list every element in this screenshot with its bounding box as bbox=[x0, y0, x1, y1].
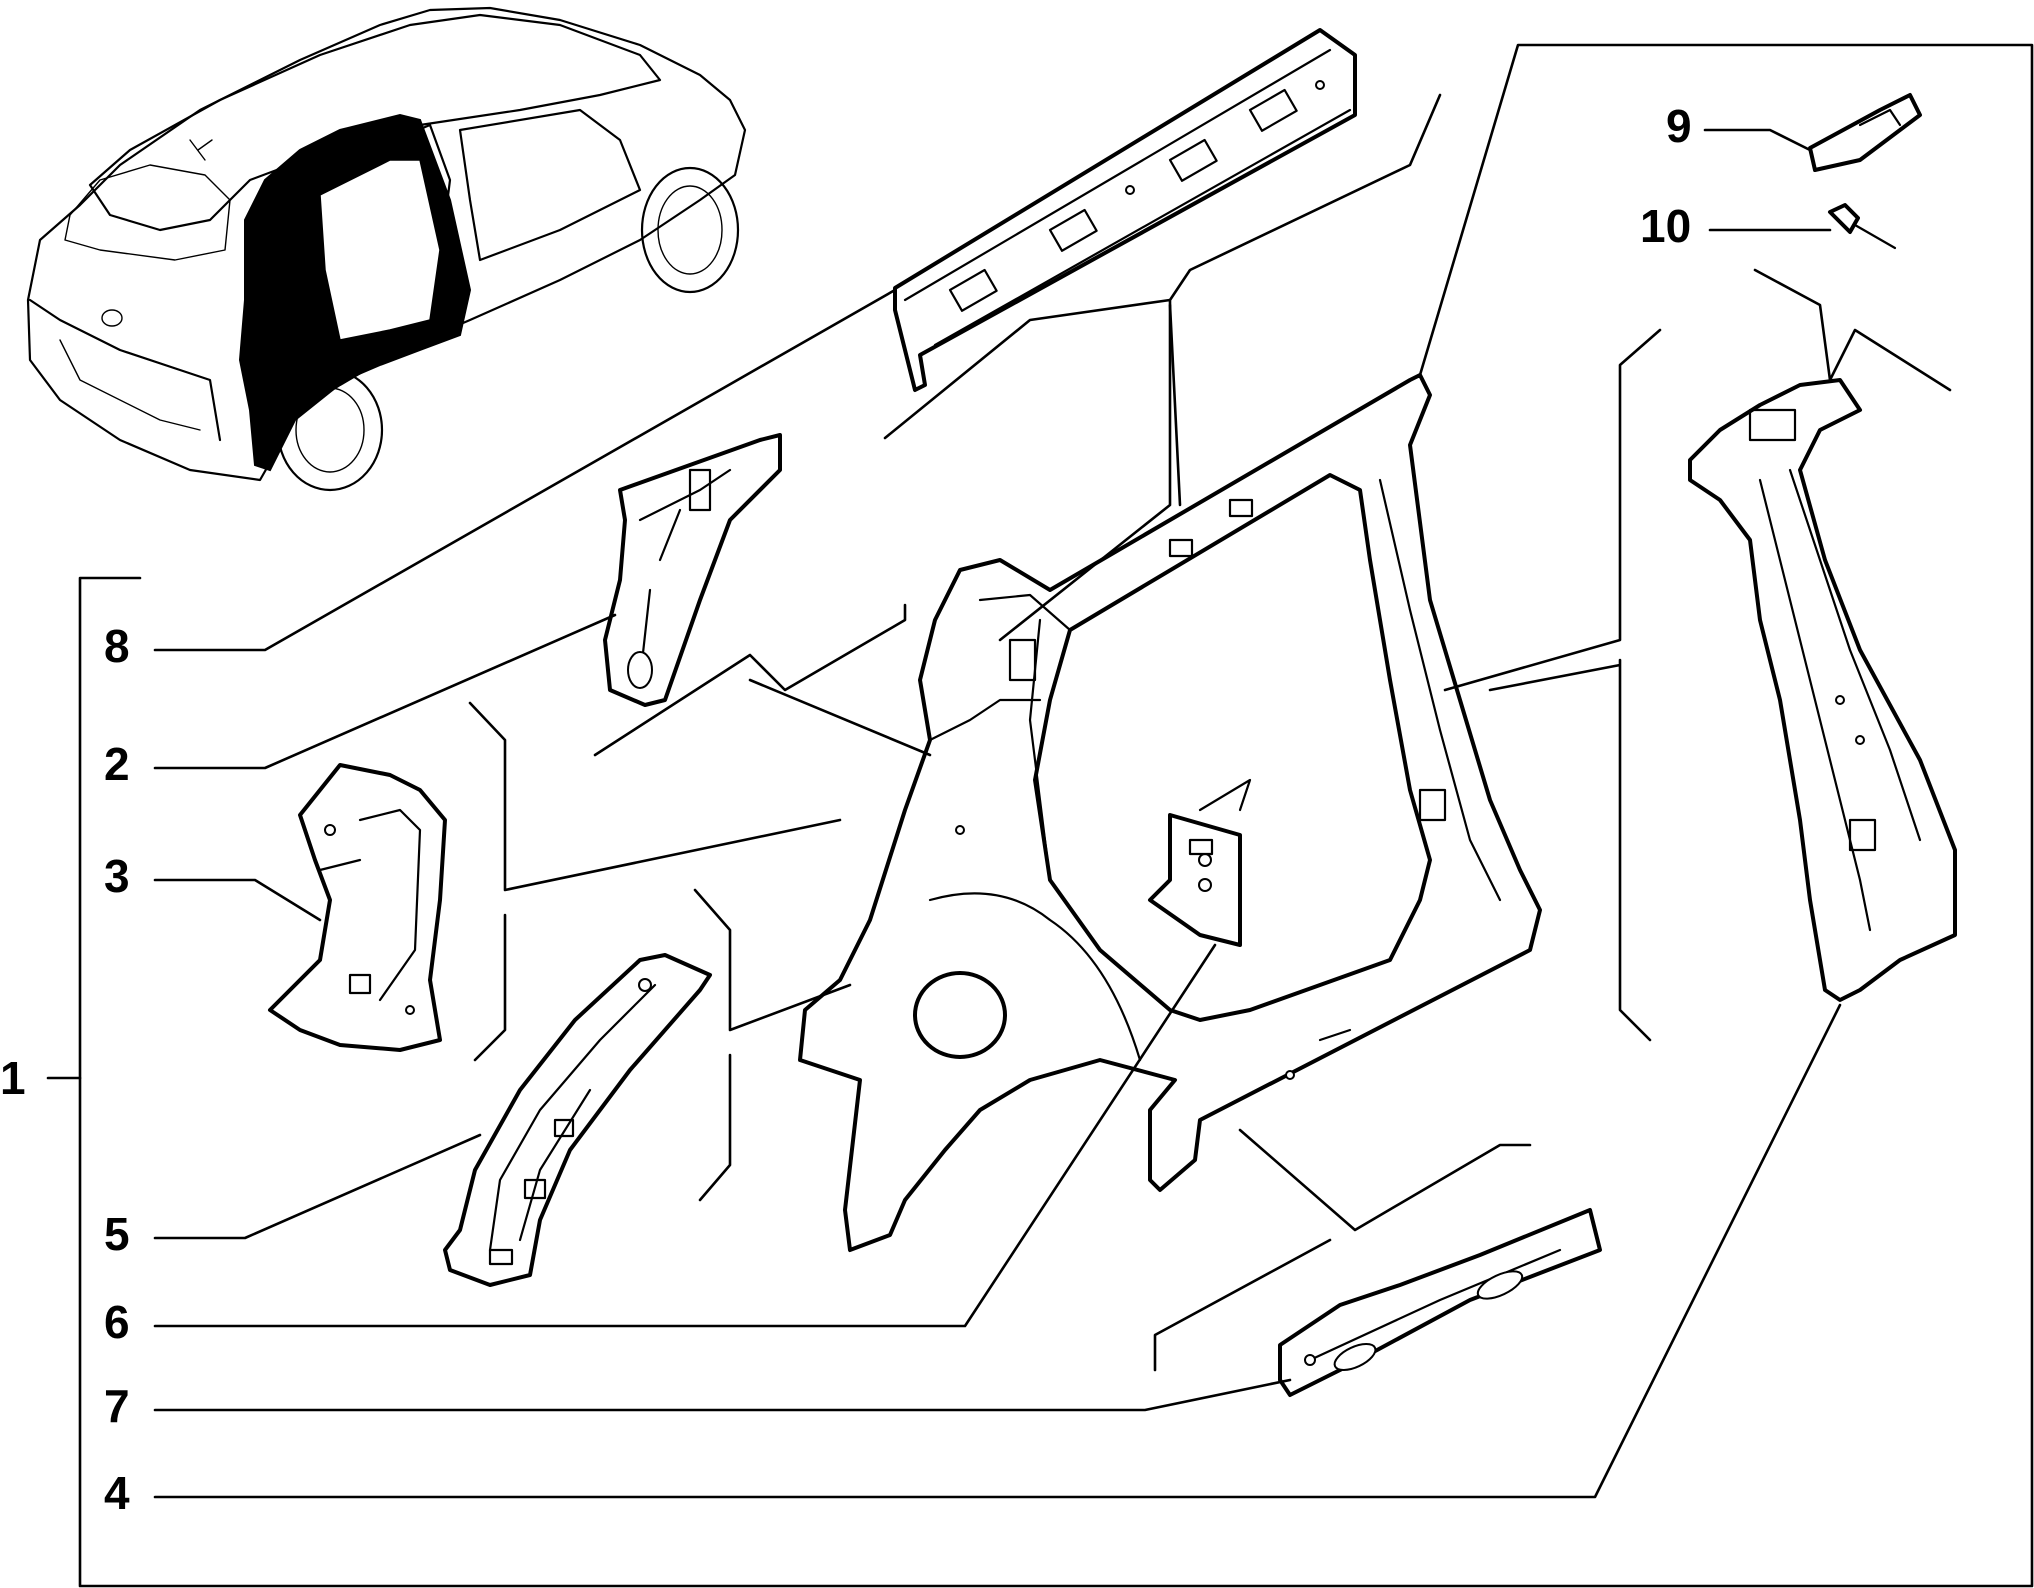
part-2-pillar-reinforcement bbox=[603, 433, 782, 707]
part-5-wheelhouse-reinforcement bbox=[443, 953, 712, 1287]
callout-5: 5 bbox=[104, 1208, 130, 1260]
callout-2: 2 bbox=[104, 738, 130, 790]
part-3-wheel-arch-panel bbox=[268, 763, 447, 1052]
callout-3: 3 bbox=[104, 850, 130, 902]
callout-7: 7 bbox=[104, 1380, 130, 1432]
leader-lines bbox=[153, 93, 1952, 1499]
part-8-roof-side-rail bbox=[893, 28, 1357, 392]
part-6-bracket bbox=[1148, 778, 1252, 947]
callout-8: 8 bbox=[104, 620, 130, 672]
callout-labels: 1 2 3 4 5 6 7 8 9 10 bbox=[0, 100, 1692, 1519]
callout-4: 4 bbox=[104, 1467, 130, 1519]
reference-car-illustration bbox=[26, 6, 747, 492]
part-7-sill-panel bbox=[1278, 1208, 1602, 1397]
callout-10: 10 bbox=[1640, 200, 1691, 252]
part-4-b-pillar bbox=[1688, 378, 1957, 1002]
assembly-bracket bbox=[46, 43, 2034, 1588]
part-10-rivet bbox=[1828, 203, 1897, 250]
main-side-frame-assembly bbox=[798, 373, 1542, 1252]
callout-1: 1 bbox=[0, 1052, 26, 1104]
callout-6: 6 bbox=[104, 1296, 130, 1348]
callout-9: 9 bbox=[1666, 100, 1692, 152]
part-9-clip bbox=[1808, 93, 1922, 172]
